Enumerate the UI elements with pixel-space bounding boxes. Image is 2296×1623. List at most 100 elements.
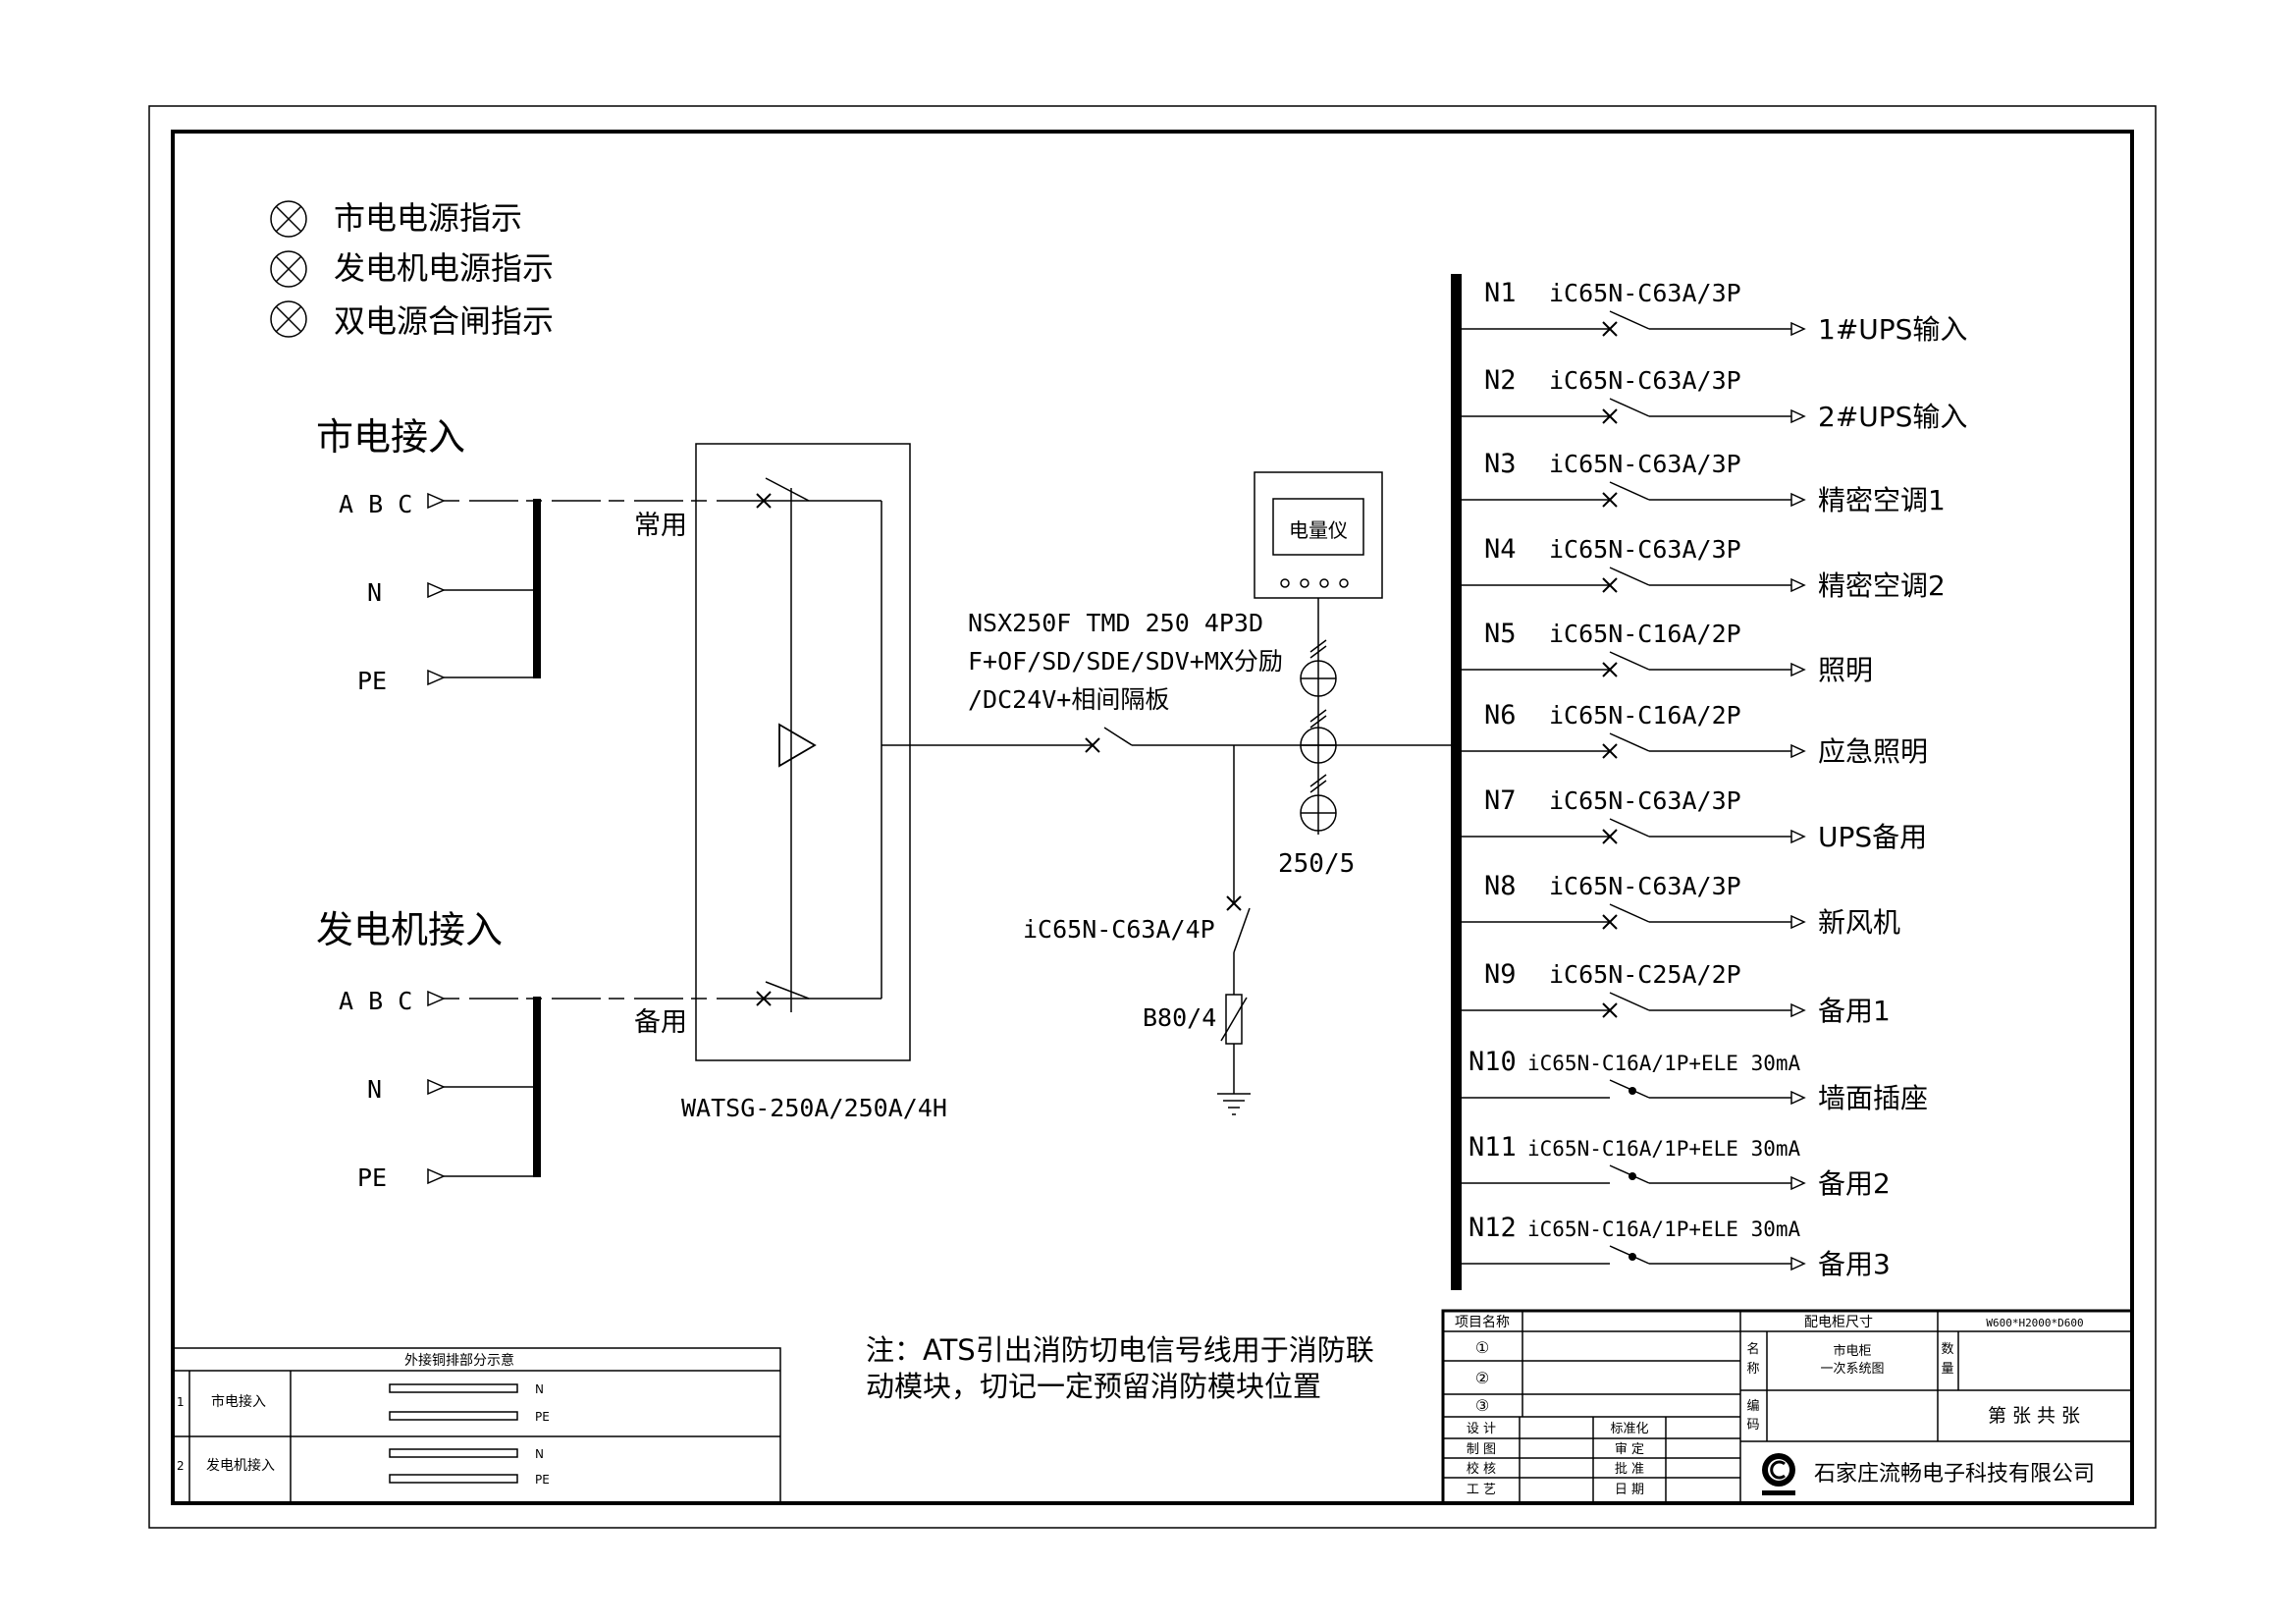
tb-circle-1: ① bbox=[1475, 1338, 1489, 1357]
output-arrow-icon bbox=[1790, 743, 1806, 759]
generator-phase-pe: PE bbox=[357, 1163, 387, 1192]
tb-role-design: 设 计 bbox=[1467, 1422, 1496, 1436]
output-arrow-icon bbox=[1790, 577, 1806, 593]
tb-drawing-name-2: 一次系统图 bbox=[1820, 1361, 1884, 1377]
legend-generator: 发电机电源指示 bbox=[334, 249, 554, 287]
dual-power-indicator-lamp-icon bbox=[270, 300, 307, 338]
output-arrow-icon bbox=[1790, 1002, 1806, 1018]
circuit-load: 新风机 bbox=[1818, 906, 1900, 939]
main-breaker-line-2: F+OF/SD/SDE/SDV+MX分励 bbox=[968, 647, 1283, 676]
generator-busbar bbox=[533, 997, 541, 1177]
output-arrow-icon bbox=[1790, 914, 1806, 930]
tb-cabinet-size-label: 配电柜尺寸 bbox=[1804, 1315, 1873, 1330]
generator-pe-terminal-icon bbox=[427, 1167, 446, 1185]
generator-phase-n: N bbox=[367, 1075, 382, 1104]
mains-phase-pe: PE bbox=[357, 667, 387, 695]
output-arrow-icon bbox=[1790, 1090, 1806, 1106]
ats-switch: WATSG-250A/250A/4H bbox=[681, 443, 947, 1122]
busbar-table: 外接铜排部分示意 1 市电接入 N PE 2 发电机接入 N PE bbox=[172, 1347, 781, 1504]
copper-bar-icon bbox=[389, 1474, 518, 1484]
circuit-id: N4 bbox=[1484, 534, 1517, 565]
main-breaker-symbol bbox=[1068, 727, 1133, 753]
circuit-breaker-blade bbox=[1609, 992, 1650, 1011]
busbar-row-1-bar-n: N bbox=[535, 1382, 544, 1396]
generator-switch-label: 备用 bbox=[634, 1007, 687, 1038]
tb-cabinet-size: W600*H2000*D600 bbox=[1986, 1317, 2083, 1329]
output-arrow-icon bbox=[1790, 829, 1806, 844]
circuit-load: UPS备用 bbox=[1818, 821, 1927, 853]
breaker-x-icon bbox=[1602, 743, 1618, 759]
spd-breaker: iC65N-C63A/4P bbox=[1023, 915, 1215, 944]
spd-model: B80/4 bbox=[1143, 1003, 1216, 1032]
tb-qty-label-1: 数 bbox=[1941, 1342, 1953, 1357]
legend: 市电电源指示 发电机电源指示 双电源合闸指示 bbox=[270, 199, 554, 340]
ground-icon bbox=[1217, 1093, 1251, 1115]
circuit-id: N7 bbox=[1484, 785, 1517, 816]
busbar-row-2-no: 2 bbox=[177, 1459, 185, 1473]
surge-protector-branch: iC65N-C63A/4P B80/4 bbox=[1023, 745, 1251, 1115]
tb-circle-3: ③ bbox=[1475, 1396, 1489, 1415]
copper-bar-icon bbox=[389, 1448, 518, 1458]
circuit-breaker-blade bbox=[1609, 310, 1650, 330]
rcd-icon bbox=[1629, 1253, 1636, 1261]
circuit-id: N3 bbox=[1484, 449, 1517, 479]
main-breaker-line-3: /DC24V+相间隔板 bbox=[968, 685, 1169, 714]
ats-model: WATSG-250A/250A/4H bbox=[681, 1094, 947, 1122]
note-line-1: 注：ATS引出消防切电信号线用于消防联 bbox=[866, 1333, 1374, 1367]
circuit-breaker-blade bbox=[1609, 567, 1650, 586]
breaker-x-icon bbox=[1602, 914, 1618, 930]
tb-code-label-1: 编 bbox=[1746, 1399, 1759, 1414]
circuit-breaker: iC65N-C16A/1P+ELE 30mA bbox=[1527, 1137, 1801, 1161]
circuit-breaker: iC65N-C25A/2P bbox=[1549, 960, 1741, 989]
circuit-id: N6 bbox=[1484, 700, 1517, 730]
output-arrow-icon bbox=[1790, 662, 1806, 677]
tb-role-standard: 标准化 bbox=[1610, 1422, 1648, 1436]
circuit-breaker-blade bbox=[1609, 398, 1650, 417]
circuit-load: 备用1 bbox=[1818, 995, 1891, 1027]
tb-sheet: 第 张 共 张 bbox=[1988, 1405, 2080, 1427]
power-meter: 电量仪 bbox=[1254, 471, 1383, 599]
tb-drawing-name-1: 市电柜 bbox=[1833, 1343, 1871, 1359]
busbar-row-2-name: 发电机接入 bbox=[206, 1457, 275, 1474]
busbar-row-1-no: 1 bbox=[177, 1395, 185, 1409]
circuit-load: 1#UPS输入 bbox=[1818, 313, 1967, 346]
busbar-row-2-bar-pe: PE bbox=[535, 1473, 550, 1487]
generator-indicator-lamp-icon bbox=[270, 250, 307, 288]
mains-phase-n: N bbox=[367, 578, 382, 607]
generator-input: 发电机接入 A B C N PE 备用 bbox=[316, 908, 766, 1192]
mains-pe-terminal-icon bbox=[427, 669, 446, 686]
generator-n-terminal-icon bbox=[427, 1078, 446, 1096]
circuit-breaker-blade bbox=[1609, 651, 1650, 671]
tb-name-label-2: 称 bbox=[1746, 1362, 1759, 1377]
circuit-load: 备用2 bbox=[1818, 1167, 1891, 1200]
generator-phase-abc: A B C bbox=[339, 987, 412, 1015]
output-arrow-icon bbox=[1790, 492, 1806, 508]
note-line-2: 动模块，切记一定预留消防模块位置 bbox=[866, 1370, 1321, 1403]
tb-qty-label-2: 量 bbox=[1941, 1362, 1953, 1377]
ats-triangle-icon bbox=[778, 723, 817, 768]
tb-circle-2: ② bbox=[1475, 1369, 1489, 1387]
mains-abc-terminal-icon bbox=[427, 492, 446, 510]
main-breaker-line-1: NSX250F TMD 250 4P3D bbox=[968, 609, 1263, 637]
busbar-row-1-bar-pe: PE bbox=[535, 1410, 550, 1424]
busbar-row-2-bar-n: N bbox=[535, 1447, 544, 1461]
breaker-x-icon bbox=[1602, 492, 1618, 508]
tb-role-draw: 制 图 bbox=[1467, 1442, 1496, 1457]
tb-name-label-1: 名 bbox=[1746, 1341, 1759, 1357]
mains-switch-label: 常用 bbox=[634, 511, 687, 541]
company-logo-icon bbox=[1762, 1453, 1795, 1495]
circuit-load: 照明 bbox=[1818, 654, 1873, 686]
distribution-busbar bbox=[1451, 274, 1462, 1290]
circuit-breaker: iC65N-C63A/3P bbox=[1549, 872, 1741, 900]
circuit-breaker: iC65N-C63A/3P bbox=[1549, 279, 1741, 307]
circuit-breaker-blade bbox=[1609, 903, 1650, 923]
breaker-x-icon bbox=[1602, 829, 1618, 844]
tb-code-label-2: 码 bbox=[1746, 1418, 1759, 1433]
